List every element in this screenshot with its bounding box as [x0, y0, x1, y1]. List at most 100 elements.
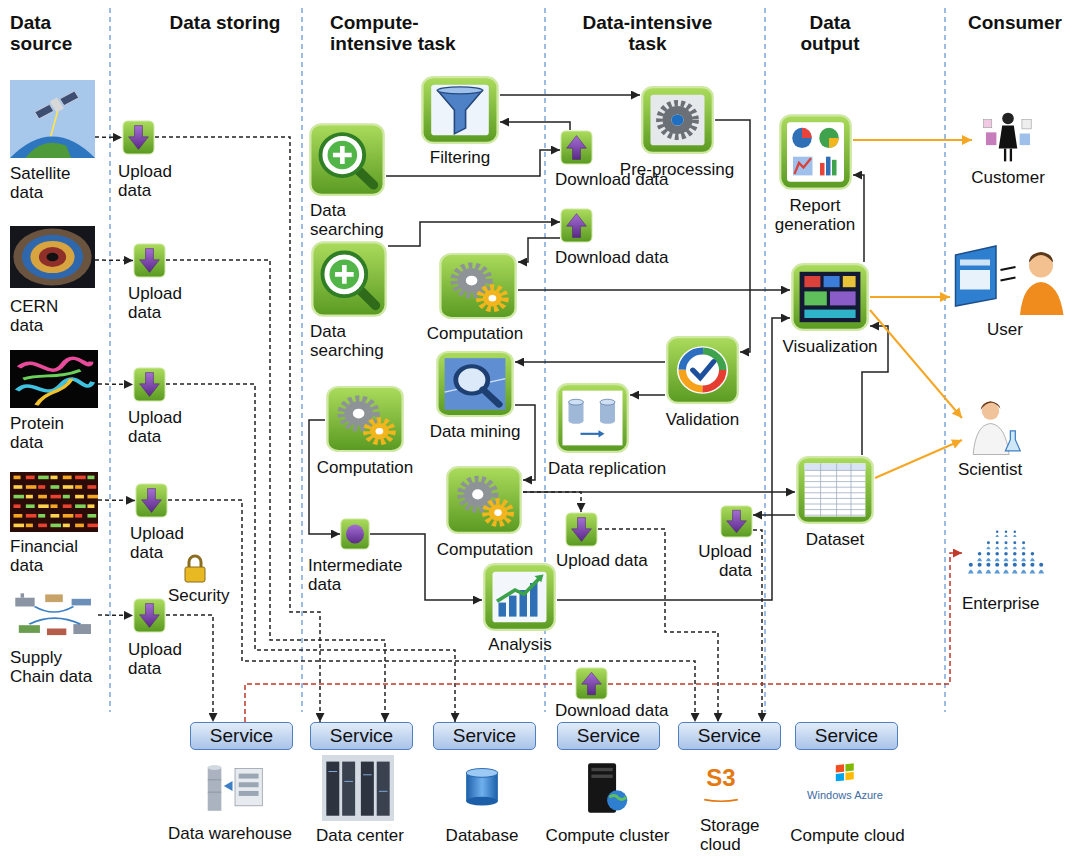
icon-node: Analysis: [482, 562, 557, 632]
graphic-part: [1030, 570, 1036, 574]
icon-node: Upload data: [565, 512, 598, 547]
graphic-part: [836, 763, 854, 781]
graphic-part: [820, 463, 821, 516]
graphic-part: [472, 489, 483, 499]
graphic-part: [38, 514, 45, 518]
graphic-part: [445, 358, 506, 410]
icon-node: Database: [460, 757, 504, 817]
graphic-part: [600, 399, 615, 405]
icon-label: Download data: [555, 170, 675, 189]
graphic-part: [582, 672, 602, 694]
graphic-part: [63, 476, 72, 480]
graphic-part: [454, 266, 489, 296]
connector: [753, 514, 795, 516]
graphic-part: [437, 352, 512, 416]
graphic-part: [72, 599, 91, 606]
connector: [155, 137, 320, 722]
graphic-part: [464, 482, 492, 507]
service-label: Service: [210, 725, 273, 747]
graphic-part: [87, 485, 96, 489]
cern-icon: [10, 226, 95, 288]
graphic-part: [1012, 558, 1017, 561]
graphic-part: [981, 401, 1001, 410]
gears-icon: [438, 252, 518, 320]
graphic-part: [36, 379, 71, 405]
graphic-part: [75, 504, 86, 508]
icon-node: Data center: [322, 755, 394, 821]
graphic-part: [535, 575, 544, 583]
graphic-part: [693, 362, 714, 378]
graphic-part: [843, 276, 856, 287]
graphic-part: [727, 510, 747, 532]
graphic-part: [651, 95, 705, 145]
graphic-part: [805, 481, 866, 482]
icon-node: Upload data: [133, 243, 166, 278]
graphic-part: [995, 563, 999, 567]
icon-node: Data searching: [310, 240, 388, 318]
graphic-part: [1021, 558, 1026, 561]
graphic-part: [87, 524, 98, 528]
graphic-part: [123, 121, 154, 154]
graphic-part: [609, 796, 626, 800]
graphic-part: [26, 504, 35, 508]
column-heading: Data storing: [150, 12, 300, 33]
graphic-part: [787, 122, 844, 181]
graphic-part: [987, 552, 991, 556]
icon-label: Computation: [310, 458, 420, 477]
icon-label: Supply Chain data: [10, 648, 105, 686]
graphic-part: [438, 87, 483, 94]
connector: [715, 120, 750, 352]
graphic-part: [26, 514, 37, 518]
service-box: Service: [557, 722, 660, 750]
icon-node: Computation: [445, 465, 523, 535]
graphic-part: [1004, 546, 1008, 549]
graphic-part: [1003, 570, 1009, 574]
graphic-part: [335, 265, 354, 284]
warehouse-icon: [190, 755, 280, 817]
graphic-part: [607, 790, 627, 810]
graphic-part: [466, 797, 498, 806]
graphic-part: [26, 495, 33, 499]
graphic-part: [25, 143, 71, 158]
security-note: Security: [168, 586, 248, 605]
connector: [870, 296, 950, 298]
graphic-part: [10, 137, 95, 158]
graphic-part: [10, 80, 95, 158]
connector: [98, 614, 133, 616]
graphic-part: [672, 114, 684, 125]
graphic-part: [969, 563, 973, 567]
icon-node: Upload data: [133, 598, 166, 633]
graphic-part: [805, 463, 866, 470]
graphic-part: [17, 379, 93, 391]
graphic-part: [1001, 267, 1016, 281]
graphic-part: [322, 252, 366, 296]
graphic-part: [836, 463, 837, 516]
graphic-part: [483, 290, 502, 306]
graphic-part: [322, 755, 394, 821]
icon-node: Validation: [665, 335, 740, 405]
graphic-part: [1013, 546, 1017, 549]
graphic-part: [600, 418, 615, 424]
graphic-part: [327, 387, 402, 451]
icon-node: Dataset: [795, 455, 875, 525]
graphic-part: [704, 800, 738, 802]
graphic-part: [75, 514, 82, 518]
graphic-part: [73, 624, 91, 634]
graphic-part: [793, 157, 813, 176]
graphic-part: [1005, 541, 1008, 544]
icon-node: Scientist: [962, 395, 1024, 457]
graphic-part: [804, 276, 820, 287]
graphic-part: [38, 524, 47, 528]
funnel-icon: [420, 75, 500, 145]
graphic-part: [986, 570, 992, 574]
graphic-part: [1004, 149, 1006, 162]
graphic-part: [239, 791, 259, 796]
icon-node: Data mining: [435, 350, 515, 418]
graphic-part: [75, 485, 82, 489]
graphic-part: [1021, 570, 1027, 574]
graphic-part: [960, 270, 990, 290]
graphic-part: [845, 772, 853, 780]
sat-icon: [10, 80, 95, 158]
graphic-part: [576, 668, 607, 699]
